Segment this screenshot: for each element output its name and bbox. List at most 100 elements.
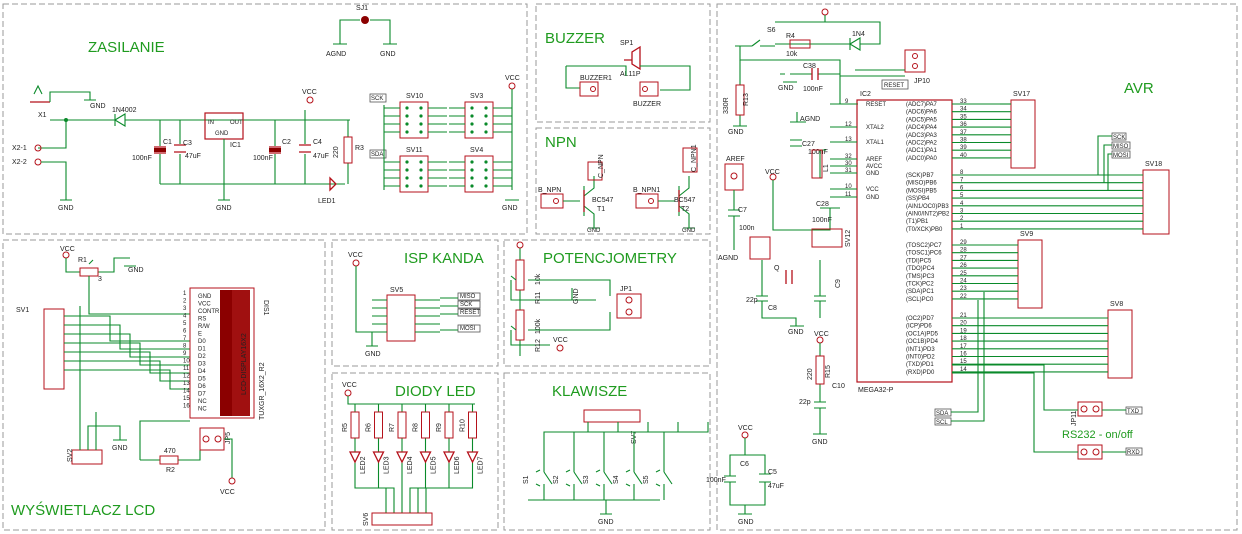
key-switch-label: S2 — [553, 475, 560, 484]
gnd-c5c6: GND — [738, 519, 754, 526]
miso-tag-avr: MISO — [1113, 144, 1129, 150]
ic2-pin-number: 15 — [960, 359, 967, 365]
ic2-pin-name: (TMS)PC3 — [906, 274, 935, 280]
vcc-jp5: VCC — [220, 489, 235, 496]
lcd-pin-name: NC — [198, 407, 207, 413]
led1-label: LED1 — [318, 198, 336, 205]
r11-label: R11 — [535, 292, 542, 304]
ic2-pin-name: (TDI)PC5 — [906, 258, 932, 264]
ic2-pin-number: 22 — [960, 294, 967, 300]
ic2-pin-number: 11 — [845, 192, 852, 198]
ic2-pin-number: 10 — [845, 184, 852, 190]
vcc-r15: VCC — [814, 331, 829, 338]
pin-headers-group: SCK SDA SV10 SV3 SV11 SV4 VCC GND — [369, 75, 520, 212]
diode-label: 1N4002 — [112, 107, 137, 114]
power-supply: SJ1 AGND GND X1 GND 1N4002 X2-1 X2-2 GND… — [12, 5, 397, 212]
vcc-isp: VCC — [348, 252, 363, 259]
ic2-pin-name: (ADC0)PA0 — [906, 156, 938, 162]
lcd-pin-name: NC — [198, 399, 207, 405]
txd-tag: TXD — [1127, 409, 1140, 415]
lcd-pin-name: D4 — [198, 369, 206, 375]
ic2-label: IC2 — [860, 91, 871, 98]
ic2-pin-name: AVCC — [866, 164, 883, 170]
agnd-label: AGND — [326, 51, 346, 58]
l1-label: L1 — [823, 164, 830, 172]
lcd-pin-name: D5 — [198, 377, 206, 383]
ic2-pin-number: 21 — [960, 313, 967, 319]
section-frames — [2, 3, 1238, 531]
ic2-pin-name: (MOSI)PB5 — [906, 188, 937, 194]
ic2-pin-number: 17 — [960, 344, 967, 350]
lcd-pin-name: RS — [198, 317, 206, 323]
agnd-c27: AGND — [800, 116, 820, 123]
ic2-pin-number: 2 — [960, 216, 964, 222]
scl-tag-avr: SCL — [936, 420, 948, 426]
sck-tag-avr: SCK — [1113, 135, 1125, 141]
led-resistor-label: R7 — [389, 423, 396, 432]
ic2-pin-number: 32 — [845, 154, 852, 160]
lcd-pin-number: 3 — [183, 306, 187, 312]
ic2-pin-name: (TOSC1)PC6 — [906, 251, 942, 257]
sv17-label: SV17 — [1013, 91, 1030, 98]
ic2-pin-name: GND — [866, 171, 880, 177]
c6-value: 100nF — [706, 477, 726, 484]
sv3-header: SV3 — [464, 93, 494, 139]
c5-label: C5 — [768, 469, 777, 476]
ic2-pin-number: 27 — [960, 255, 967, 261]
sv8-header: SV8 — [1107, 301, 1133, 379]
lcd-pin-name: D6 — [198, 384, 206, 390]
c1-value: 100nF — [132, 155, 152, 162]
r1-label: R1 — [78, 257, 87, 264]
r4-label: R4 — [786, 33, 795, 40]
ic2-pin-number: 38 — [960, 138, 967, 144]
vcc-keys: VCC — [738, 425, 753, 432]
ic2-pin-number: 30 — [845, 161, 852, 167]
led-resistor-label: R10 — [460, 419, 467, 432]
c2-value: 100nF — [253, 155, 273, 162]
ic2-pin-number: 28 — [960, 248, 967, 254]
title-keys: KLAWISZE — [552, 383, 627, 400]
ic2-pin-name: (INT1)PD3 — [906, 347, 935, 353]
sv4-label: SV4 — [470, 147, 483, 154]
mega32-chip — [856, 99, 953, 383]
r13-label: R13 — [743, 93, 750, 106]
led-circuit: VCC R5LED2R6LED3R7LED4R8LED5R9LED6R10LED… — [342, 382, 485, 526]
sv18-header: SV18 — [1142, 161, 1170, 235]
sv9-header: SV9 — [1017, 231, 1043, 309]
t1-label: T1 — [597, 206, 605, 213]
sv10-header: SV10 — [399, 93, 429, 139]
sck-tag: SCK — [371, 96, 383, 102]
title-led: DIODY LED — [395, 383, 476, 400]
r2-value: 470 — [164, 448, 176, 455]
ic2-pin-name: (AIN1/OC0)PB3 — [906, 204, 949, 210]
r15-value: 220 — [807, 368, 814, 380]
vcc-led: VCC — [342, 382, 357, 389]
ic2-pin-number: 3 — [960, 209, 964, 215]
ic1-out: OUT — [230, 120, 243, 126]
ic2-pin-name: (TDO)PC4 — [906, 266, 935, 272]
ic2-pin-number: 18 — [960, 336, 967, 342]
led-diode-label: LED5 — [431, 456, 438, 474]
ic2-pin-name: (ICP)PD6 — [906, 324, 932, 330]
led-resistor-label: R5 — [342, 423, 349, 432]
led-diode-label: LED7 — [478, 456, 485, 474]
ic2-pin-name: (ADC6)PA6 — [906, 110, 938, 116]
ic2-pin-number: 25 — [960, 271, 967, 277]
ic2-pin-number: 6 — [960, 185, 964, 191]
ic2-pin-number: 1 — [960, 224, 964, 230]
title-buzzer: BUZZER — [545, 30, 605, 47]
lcd-pin-name: D0 — [198, 339, 206, 345]
gnd-c10: GND — [812, 439, 828, 446]
ic2-pin-number: 14 — [960, 367, 967, 373]
ic2-pin-name: (OC1A)PD5 — [906, 331, 939, 337]
c10-value: 22p — [799, 399, 811, 406]
r12-value: 100k — [535, 318, 542, 334]
title-lcd: WYŚWIETLACZ LCD — [11, 501, 155, 519]
sv5-label: SV5 — [390, 287, 403, 294]
b-npn1-label: B_NPN1 — [633, 187, 660, 194]
vcc-pot: VCC — [553, 337, 568, 344]
c27-value: 100nF — [808, 149, 828, 156]
r3-value: 220 — [333, 146, 340, 158]
gnd-sv2: GND — [112, 445, 128, 452]
